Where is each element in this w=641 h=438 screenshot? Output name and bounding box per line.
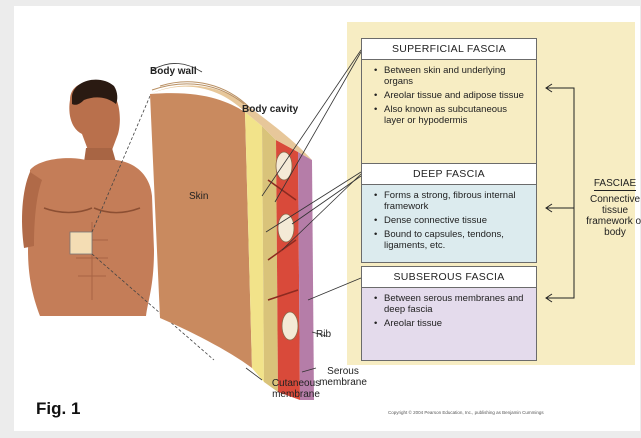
list-item: Between skin and underlying organs [374, 65, 530, 87]
figure-label: Fig. 1 [36, 399, 80, 419]
list-item: Bound to capsules, tendons, ligaments, e… [374, 229, 530, 251]
list-item: Also known as subcutaneous layer or hypo… [374, 104, 530, 126]
skin-label: Skin [189, 191, 208, 202]
list-item: Areolar tissue and adipose tissue [374, 90, 530, 101]
list-item: Areolar tissue [374, 318, 530, 329]
copyright-text: Copyright © 2004 Pearson Education, Inc.… [388, 410, 544, 415]
serous-membrane-label: Serous membrane [318, 366, 368, 388]
cutaneous-membrane-label: Cutaneous membrane [266, 378, 326, 400]
rib-label: Rib [316, 329, 331, 340]
list-item: Between serous membranes and deep fascia [374, 293, 530, 315]
subserous-fascia-title: SUBSEROUS FASCIA [362, 267, 536, 288]
body-cavity-label: Body cavity [242, 104, 298, 115]
list-item: Forms a strong, fibrous internal framewo… [374, 190, 530, 212]
list-item: Dense connective tissue [374, 215, 530, 226]
human-figure-icon [22, 80, 154, 316]
subserous-fascia-box: SUBSEROUS FASCIA Between serous membrane… [361, 266, 537, 361]
bracket-arrows [546, 84, 574, 302]
superficial-fascia-title: SUPERFICIAL FASCIA [362, 39, 536, 60]
fasciae-description: Connective tissue framework of body [586, 194, 641, 238]
body-wall-label: Body wall [150, 66, 197, 77]
deep-fascia-title: DEEP FASCIA [362, 164, 536, 185]
deep-fascia-box: DEEP FASCIA Forms a strong, fibrous inte… [361, 163, 537, 263]
fasciae-summary: FASCIAE Connective tissue framework of b… [586, 178, 641, 238]
fasciae-title: FASCIAE [594, 178, 636, 191]
superficial-fascia-box: SUPERFICIAL FASCIA Between skin and unde… [361, 38, 537, 167]
